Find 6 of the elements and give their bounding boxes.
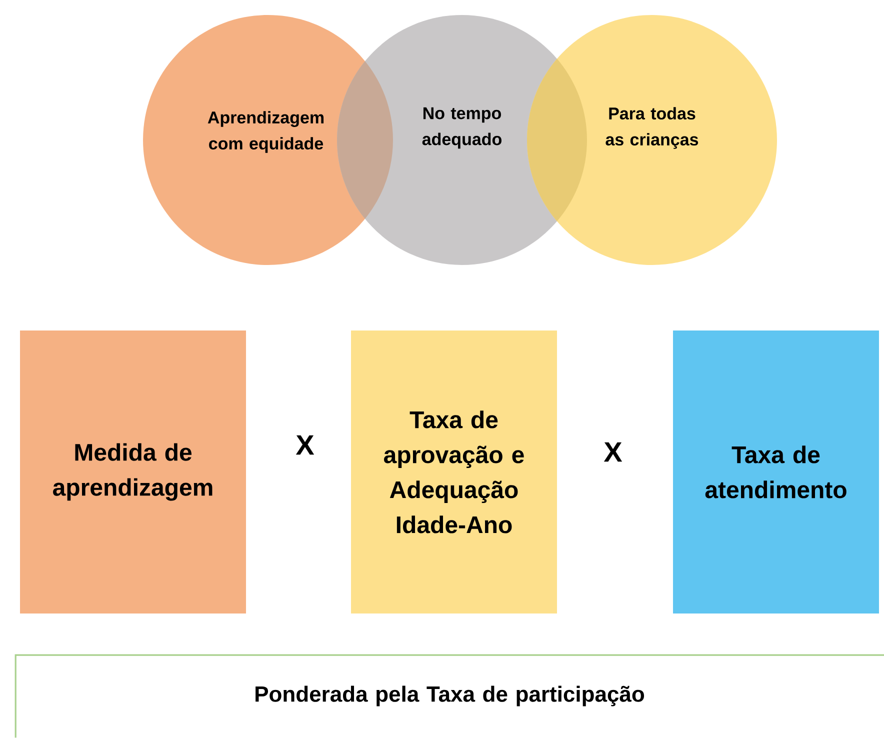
- text-box: Medida de aprendizagem: [20, 330, 246, 614]
- text-box: Ponderada pela Taxa de participação: [14, 654, 884, 738]
- multiply-sign: X: [604, 442, 622, 462]
- multiply-sign: X: [296, 435, 314, 455]
- text-box: Taxa de atendimento: [673, 330, 879, 614]
- text-box: Taxa de aprovação e Adequação Idade-Ano: [351, 330, 557, 614]
